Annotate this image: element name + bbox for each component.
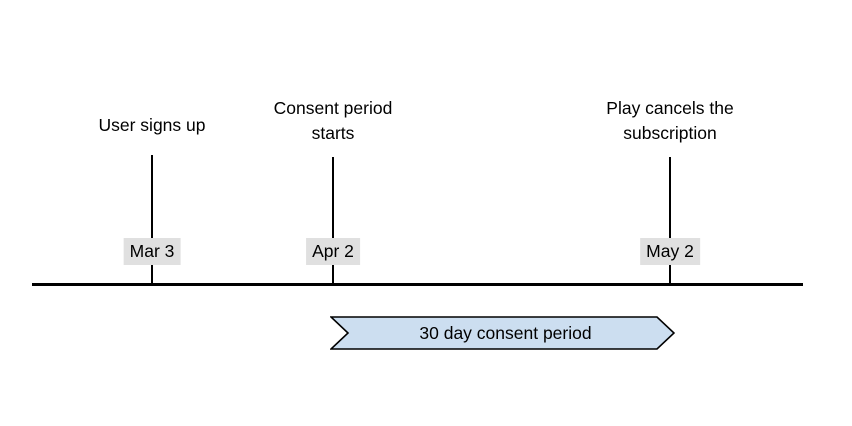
event-stem-line <box>332 157 334 285</box>
event-date-chip: Apr 2 <box>306 238 360 265</box>
event-stem-line <box>151 155 153 285</box>
event-date-chip: May 2 <box>640 238 700 265</box>
event-stem-line <box>669 157 671 285</box>
event-date-chip: Mar 3 <box>123 238 181 265</box>
timeline-axis <box>32 283 803 286</box>
event-title: Play cancels the subscription <box>606 98 734 143</box>
consent-period-banner: 30 day consent period <box>330 316 675 350</box>
consent-period-banner-label: 30 day consent period <box>419 322 592 343</box>
event-title: Consent period starts <box>273 98 393 143</box>
chevron-banner-shape <box>330 316 675 350</box>
event-title: User signs up <box>98 115 206 135</box>
